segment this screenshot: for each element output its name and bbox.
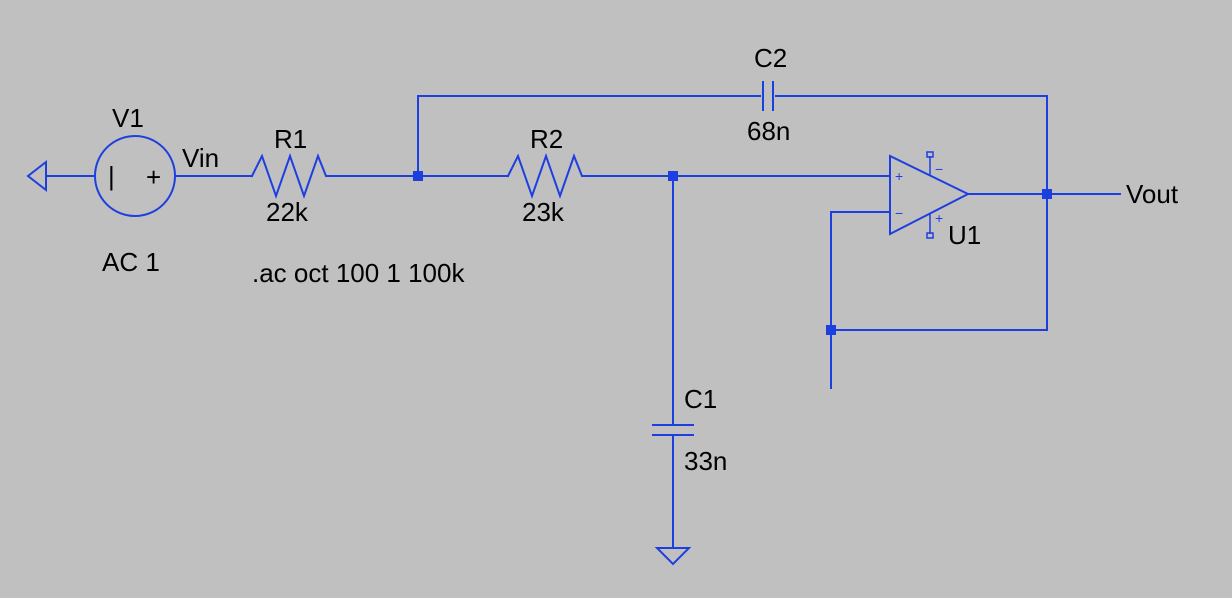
- net-label-vin: Vin: [182, 143, 219, 173]
- junctions: [413, 171, 1052, 335]
- ground-icon: [654, 547, 692, 566]
- source-minus-sign: |: [108, 161, 115, 191]
- voltage-source-icon: | +: [94, 135, 176, 217]
- wire-opamp-minus: [830, 211, 891, 389]
- capacitor-icon: [762, 81, 774, 111]
- junction-feedback: [826, 325, 836, 335]
- opamp-minus-input: −: [895, 205, 903, 221]
- c2-name: C2: [754, 43, 787, 73]
- source-plus-sign: +: [146, 162, 161, 192]
- opamp-pin-plus: +: [935, 210, 943, 226]
- c1-value: 33n: [684, 446, 727, 476]
- r2-name: R2: [530, 124, 563, 154]
- net-label-vout: Vout: [1126, 179, 1179, 209]
- opamp-plus-input: +: [895, 168, 903, 184]
- resistor-icon: [506, 152, 589, 200]
- wire-c2-right: [775, 95, 1048, 331]
- junction-r2-c1: [668, 171, 678, 181]
- r2-value: 23k: [522, 197, 565, 227]
- opamp-name: U1: [948, 220, 981, 250]
- source-value: AC 1: [102, 247, 160, 277]
- c1-name: C1: [684, 384, 717, 414]
- r1-value: 22k: [266, 197, 309, 227]
- source-name: V1: [112, 103, 144, 133]
- junction-vout: [1042, 189, 1052, 199]
- c2-value: 68n: [747, 116, 790, 146]
- capacitor-icon: [652, 424, 694, 436]
- opamp-icon: + − − +: [889, 151, 971, 239]
- opamp-pin-minus: −: [935, 161, 943, 177]
- resistor-icon: [250, 152, 333, 200]
- wire-c2-left: [417, 95, 761, 177]
- wires: [45, 95, 1121, 549]
- junction-r1-r2: [413, 171, 423, 181]
- spice-directive: .ac oct 100 1 100k: [252, 258, 465, 288]
- r1-name: R1: [274, 124, 307, 154]
- ground-icon: [26, 159, 47, 193]
